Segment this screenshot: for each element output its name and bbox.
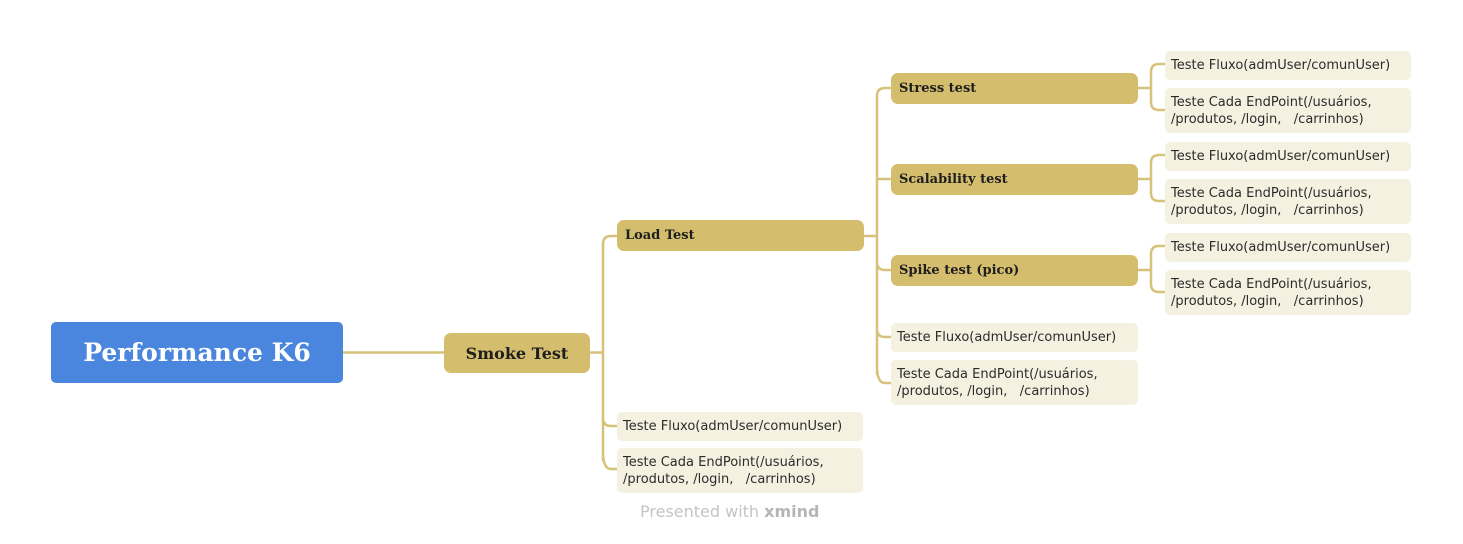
leaf-load-fluxo[interactable]: Teste Fluxo(admUser/comunUser) (891, 323, 1138, 352)
connector-smoke-children (588, 234, 619, 471)
connector-stress-leaves (1136, 62, 1167, 112)
xmind-watermark: Presented with xmind (640, 502, 819, 521)
leaf-spike-fluxo[interactable]: Teste Fluxo(admUser/comunUser) (1165, 233, 1411, 262)
topic-smoke-test[interactable]: Smoke Test (444, 333, 590, 373)
topic-load-test[interactable]: Load Test (617, 220, 864, 251)
topic-scalability-test[interactable]: Scalability test (891, 164, 1138, 195)
leaf-stress-fluxo[interactable]: Teste Fluxo(admUser/comunUser) (1165, 51, 1411, 80)
leaf-scalability-endpoint[interactable]: Teste Cada EndPoint(/usuários, /produtos… (1165, 179, 1411, 224)
connector-load-children (862, 86, 893, 385)
root-topic[interactable]: Performance K6 (51, 322, 343, 383)
leaf-smoke-endpoint[interactable]: Teste Cada EndPoint(/usuários, /produtos… (617, 448, 863, 493)
topic-stress-test[interactable]: Stress test (891, 73, 1138, 104)
watermark-brand: xmind (764, 502, 820, 521)
watermark-prefix: Presented with (640, 502, 760, 521)
leaf-stress-endpoint[interactable]: Teste Cada EndPoint(/usuários, /produtos… (1165, 88, 1411, 133)
connector-spike-leaves (1136, 244, 1167, 294)
leaf-smoke-fluxo[interactable]: Teste Fluxo(admUser/comunUser) (617, 412, 863, 441)
leaf-load-endpoint[interactable]: Teste Cada EndPoint(/usuários, /produtos… (891, 360, 1138, 405)
leaf-spike-endpoint[interactable]: Teste Cada EndPoint(/usuários, /produtos… (1165, 270, 1411, 315)
topic-spike-test[interactable]: Spike test (pico) (891, 255, 1138, 286)
leaf-scalability-fluxo[interactable]: Teste Fluxo(admUser/comunUser) (1165, 142, 1411, 171)
connector-scalability-leaves (1136, 153, 1167, 203)
